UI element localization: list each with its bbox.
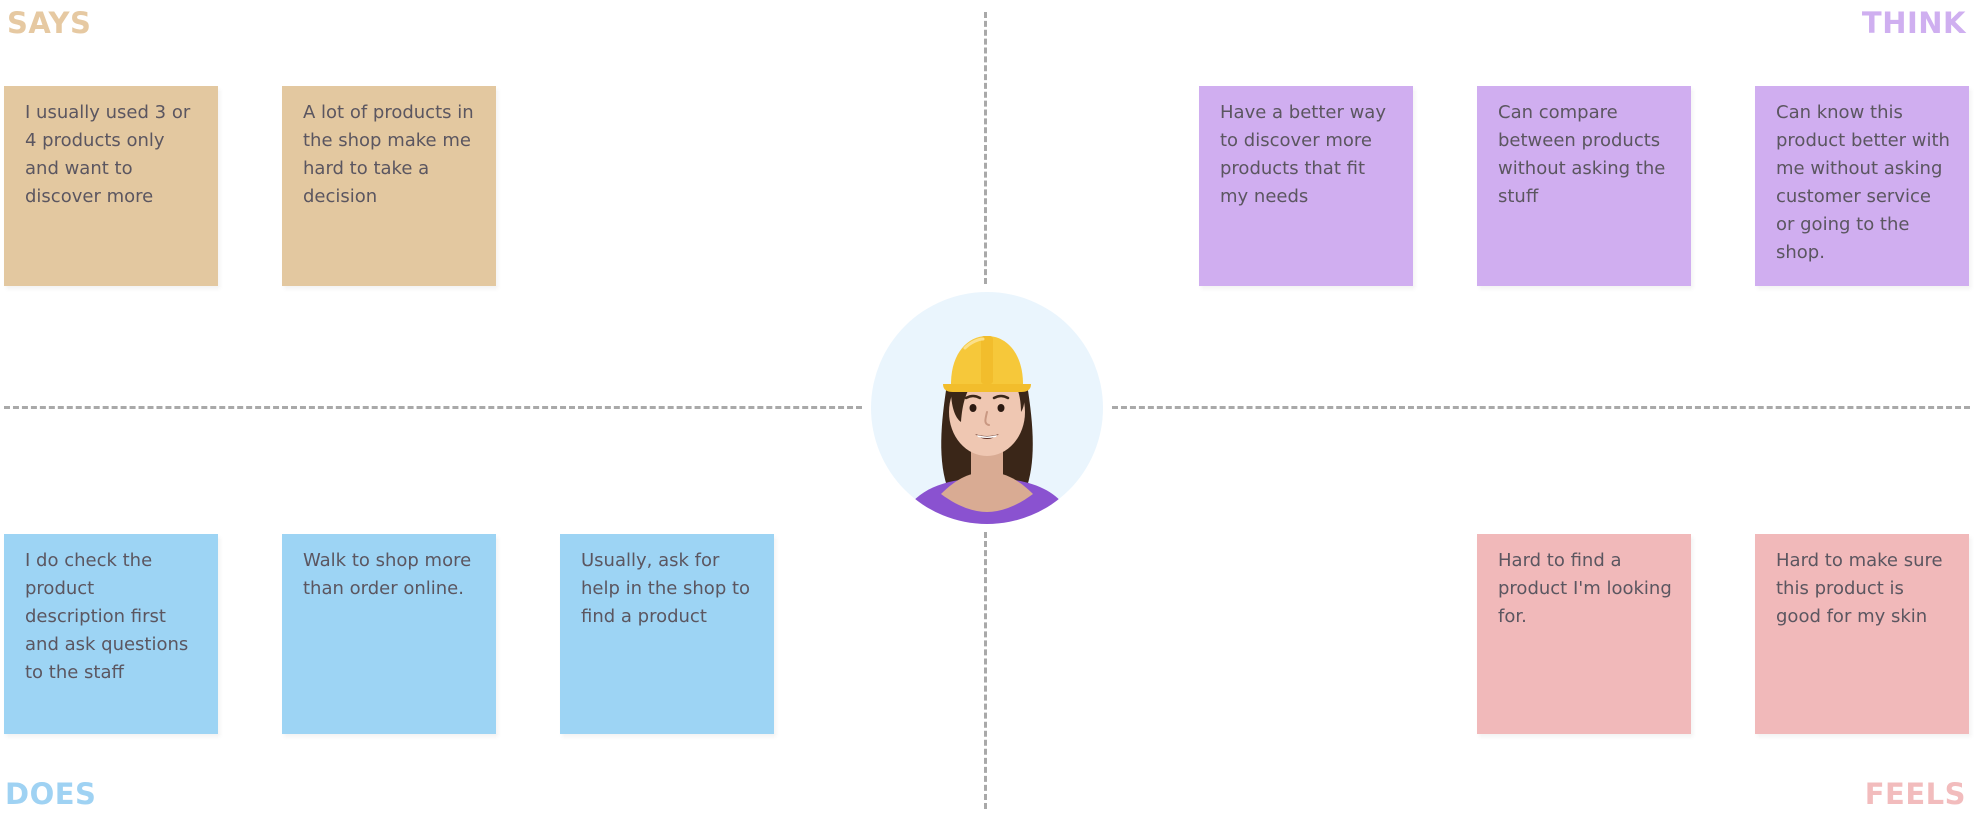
horizontal-divider-right <box>1112 406 1970 409</box>
does-sticky-note[interactable]: I do check the product description first… <box>4 534 218 734</box>
vertical-divider-top <box>984 12 987 284</box>
does-sticky-note[interactable]: Usually, ask for help in the shop to fin… <box>560 534 774 734</box>
horizontal-divider-left <box>4 406 862 409</box>
woman-hard-hat-avatar-icon <box>871 292 1103 524</box>
says-sticky-note[interactable]: A lot of products in the shop make me ha… <box>282 86 496 286</box>
think-sticky-note[interactable]: Can compare between products without ask… <box>1477 86 1691 286</box>
says-sticky-note[interactable]: I usually used 3 or 4 products only and … <box>4 86 218 286</box>
think-sticky-note[interactable]: Have a better way to discover more produ… <box>1199 86 1413 286</box>
think-sticky-note[interactable]: Can know this product better with me wit… <box>1755 86 1969 286</box>
says-quadrant-label: SAYS <box>7 6 92 40</box>
vertical-divider-bottom <box>984 532 987 809</box>
feels-sticky-note[interactable]: Hard to find a product I'm looking for. <box>1477 534 1691 734</box>
feels-sticky-note[interactable]: Hard to make sure this product is good f… <box>1755 534 1969 734</box>
does-sticky-note[interactable]: Walk to shop more than order online. <box>282 534 496 734</box>
feels-quadrant-label: FEELS <box>1864 777 1966 811</box>
think-quadrant-label: THINK <box>1861 6 1966 40</box>
does-quadrant-label: DOES <box>5 777 97 811</box>
